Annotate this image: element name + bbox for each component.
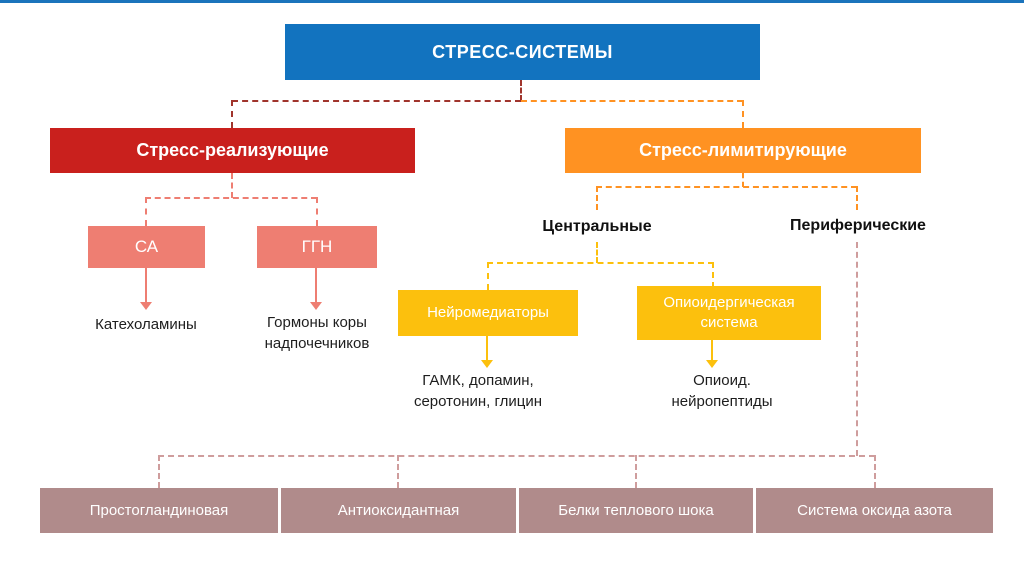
connector-root-right (521, 100, 743, 102)
label-opioid-result: Опиоид. нейропептиды (671, 372, 773, 410)
connector-central-bar (487, 262, 714, 264)
connector-realizing-stem (231, 173, 233, 198)
connector-central-drop (596, 186, 598, 210)
label-adrenal-cortex-hormones: Гормоны коры надпочечников (264, 314, 370, 352)
connector-central-stem (596, 242, 598, 263)
connector-peripheral-stem (856, 242, 858, 456)
node-stress-systems: СТРЕСС-СИСТЕМЫ (285, 24, 760, 80)
connector-peripheral-bar (158, 455, 875, 457)
connector-realizing-bar (145, 197, 317, 199)
connector-sa-drop (145, 197, 147, 226)
node-prostaglandin-system: Простогландиновая (40, 488, 278, 533)
connector-right-drop (742, 100, 744, 128)
arrow-ggn-head-icon (310, 302, 322, 310)
label-neuro-result: ГАМК, допамин, серотонин, глицин (413, 372, 543, 410)
connector-opioid-drop (712, 262, 714, 288)
connector-nitricoxide-drop (874, 455, 876, 488)
label-central: Центральные (542, 218, 652, 235)
arrow-neuro-line (486, 336, 488, 360)
connector-limiting-stem (742, 173, 744, 187)
arrow-sa-head-icon (140, 302, 152, 310)
label-catecholamines: Катехоламины (95, 316, 197, 333)
node-stress-realizing: Стресс-реализующие (50, 128, 415, 173)
connector-left-drop (231, 100, 233, 128)
connector-peripheral-drop (856, 186, 858, 210)
connector-heatshock-drop (635, 455, 637, 488)
label-peripheral: Периферические (790, 217, 926, 234)
arrow-opioid-head-icon (706, 360, 718, 368)
node-heat-shock-proteins: Белки теплового шока (519, 488, 753, 533)
arrow-neuro-head-icon (481, 360, 493, 368)
node-sa: СА (88, 226, 205, 268)
connector-limiting-bar (596, 186, 857, 188)
connector-root-stem (520, 80, 522, 101)
arrow-ggn-line (315, 268, 317, 302)
node-ggn: ГГН (257, 226, 377, 268)
node-nitric-oxide-system: Система оксида азота (756, 488, 993, 533)
node-opioid-system: Опиоидергическая система (637, 286, 821, 340)
connector-antioxidant-drop (397, 455, 399, 488)
connector-ggn-drop (316, 197, 318, 226)
connector-prostaglandin-drop (158, 455, 160, 488)
node-antioxidant-system: Антиоксидантная (281, 488, 516, 533)
connector-root-left (232, 100, 521, 102)
slide-bottom-accent-line (0, 0, 1024, 3)
arrow-opioid-line (711, 340, 713, 360)
node-stress-limiting: Стресс-лимитирующие (565, 128, 921, 173)
connector-neuro-drop (487, 262, 489, 290)
node-neurotransmitters: Нейромедиаторы (398, 290, 578, 336)
arrow-sa-line (145, 268, 147, 302)
